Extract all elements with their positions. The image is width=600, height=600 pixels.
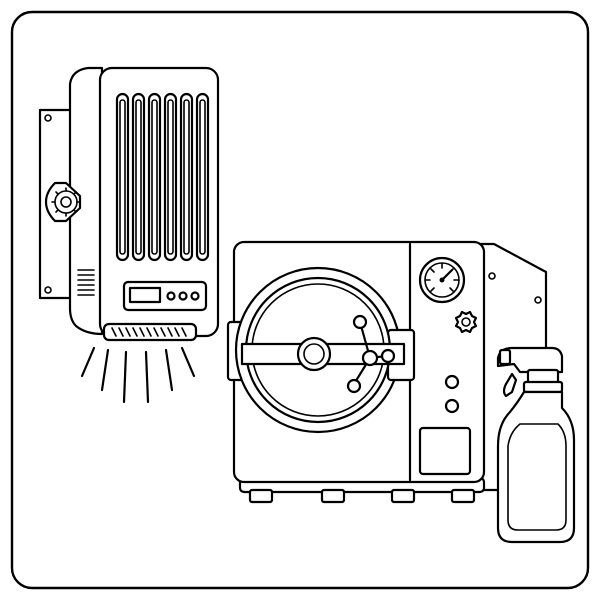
autoclave-icon — [226, 240, 548, 504]
autoclave-foot — [248, 488, 274, 504]
gear-icon — [44, 181, 82, 223]
autoclave-foot — [320, 488, 346, 504]
door-wheel-handle[interactable] — [346, 314, 396, 394]
uv-lamp-tubes — [115, 92, 210, 262]
autoclave-button[interactable] — [444, 374, 460, 390]
spray-bottle-body — [496, 390, 576, 544]
sterilizer-side-panel — [68, 66, 104, 336]
control-button[interactable] — [190, 291, 200, 301]
uv-sterilizer-icon — [38, 66, 220, 404]
autoclave-access-panel — [418, 426, 472, 476]
spray-trigger[interactable] — [502, 372, 518, 398]
gear-icon — [454, 310, 478, 334]
spray-bottle-label — [507, 423, 567, 531]
spray-bottle-cap — [522, 380, 564, 394]
control-button[interactable] — [166, 291, 176, 301]
autoclave-foot — [390, 488, 416, 504]
autoclave-button[interactable] — [444, 398, 460, 414]
uv-light-rays — [80, 346, 196, 404]
digital-display — [128, 286, 162, 304]
door-center-hub — [296, 336, 332, 372]
pressure-gauge-icon — [418, 256, 466, 304]
autoclave-foot — [450, 488, 476, 504]
side-vent-slots — [77, 269, 95, 296]
bottom-emitter-grille — [102, 322, 198, 342]
spray-bottle-icon — [496, 346, 576, 544]
control-button[interactable] — [178, 291, 188, 301]
